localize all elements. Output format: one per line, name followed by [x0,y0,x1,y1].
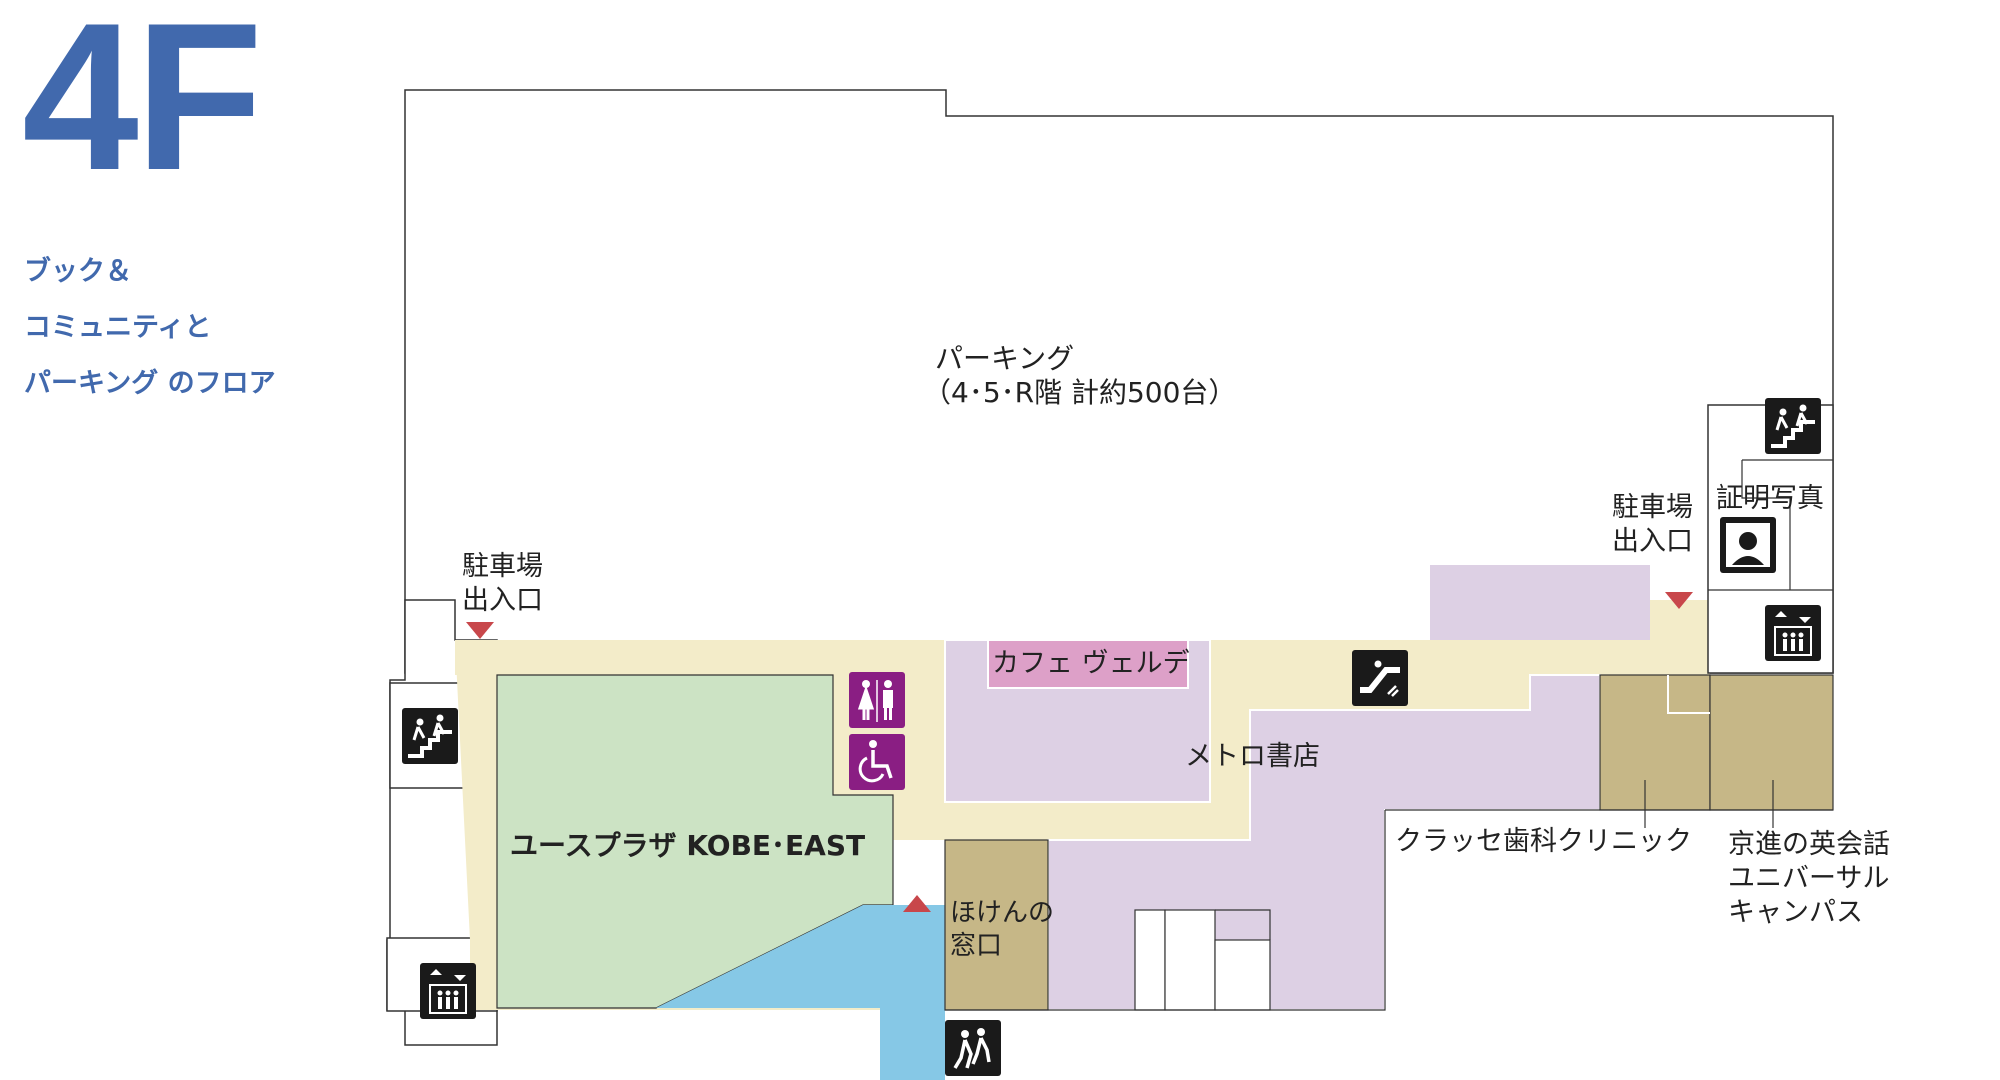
insurance-label-line-2: 窓口 [950,931,1002,961]
atrium-area [656,905,945,1080]
restroom-icon [849,672,905,728]
english-school-label-line-3: キャンパス [1728,897,1863,928]
english-school-label-line-2: ユニバーサル [1728,863,1889,894]
elevator-icon-right [1765,605,1821,661]
cafe-area [987,639,1189,689]
id-photo-label: 証明写真 [1716,483,1824,514]
bookstore-room-2 [1164,909,1216,1011]
elevator-icon-left [420,963,476,1019]
id-photo-icon [1720,517,1776,573]
floor-outline-bottom [945,809,1833,1011]
accessible-restroom-icon [849,734,905,790]
stairs-icon-right [1765,398,1821,454]
bookstore-annex [1430,565,1650,640]
corridor-right [1650,600,1710,675]
youth-plaza-label: ユースプラザ KOBE･EAST [510,829,865,862]
right-core-divider [1708,459,1833,591]
parking-entrance-left-line-1: 駐車場 [462,551,543,582]
bookstore-label: メトロ書店 [1185,741,1320,772]
dental-clinic-area [1599,674,1711,811]
bookstore-room-3 [1214,939,1271,1011]
floor-description: ブック＆ コミュニティと パーキング のフロア [24,244,276,412]
insurance-area [944,839,1049,1011]
cafe-label: カフェ ヴェルデ [992,648,1190,679]
insurance-label-line-1: ほけんの [950,898,1054,928]
escalator-icon [1352,650,1408,706]
floor-number: 4F [22,0,263,214]
parking-detail-label: （4･5･R階 計約500台） [923,376,1236,409]
bookstore-room-4 [1215,909,1271,940]
bookstore-room-1 [1134,909,1166,1011]
stairs-icon-left [402,708,458,764]
floor-description-line-2: コミュニティと [24,312,212,343]
parking-entrance-right-line-2: 出入口 [1612,526,1693,557]
english-school-area [1709,674,1834,811]
floor-description-line-1: ブック＆ [24,256,132,287]
corridor-mid [945,800,1250,840]
parking-entrance-left-line-2: 出入口 [462,585,543,616]
english-school-label-line-1: 京進の英会話 [1728,829,1890,860]
entrance-marker-icon-right [1665,592,1693,609]
entrance-marker-icon-atrium [903,895,931,912]
parking-label: パーキング [935,342,1074,375]
dental-clinic-label: クラッセ歯科クリニック [1395,826,1692,857]
entrance-marker-icon-left [466,622,494,639]
walking-icon-bottom [945,1020,1001,1076]
parking-entrance-right-line-1: 駐車場 [1612,492,1693,523]
clinic-divider [1667,675,1710,714]
floor-description-line-3: パーキング のフロア [24,368,276,399]
